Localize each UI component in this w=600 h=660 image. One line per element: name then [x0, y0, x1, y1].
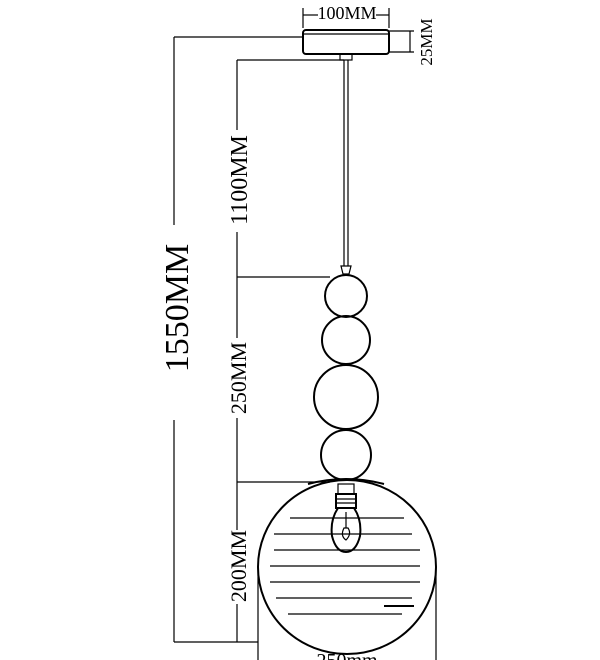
canopy-width-dimension: 100MM [302, 3, 390, 28]
total-height-dimension: 1550MM [159, 36, 303, 643]
beads-height-dimension: 250MM [226, 277, 330, 483]
cable-length-label: 1100MM [227, 135, 253, 225]
canopy [302, 29, 390, 61]
canopy-height-dimension: 25MM [389, 18, 436, 66]
total-height-label: 1550MM [159, 244, 196, 372]
edison-bulb [330, 483, 362, 554]
globe-width-label: 250mm [316, 650, 378, 660]
canopy-width-label: 100MM [317, 3, 376, 23]
bead-1 [324, 274, 368, 318]
bead-3 [313, 364, 379, 430]
beads-height-label: 250MM [226, 342, 251, 414]
bead-stack [313, 274, 379, 481]
bead-4 [320, 429, 372, 481]
canopy-height-label: 25MM [417, 18, 436, 65]
suspension-cable [340, 60, 352, 275]
glass-globe [257, 478, 437, 655]
globe-height-label: 200MM [226, 530, 251, 602]
cable-length-dimension: 1100MM [227, 59, 344, 278]
globe-width-dimension: 250mm [257, 568, 437, 660]
bead-2 [321, 315, 371, 365]
globe-height-dimension: 200MM [226, 482, 251, 642]
